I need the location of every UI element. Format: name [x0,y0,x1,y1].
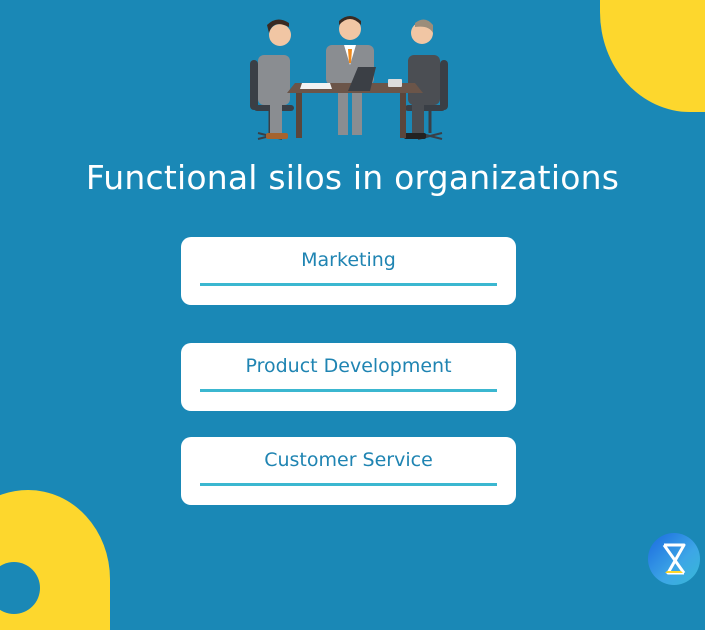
silo-label: Customer Service [264,449,433,471]
decorative-blob-top-right [600,0,705,112]
page-title: Functional silos in organizations [85,158,620,197]
silo-card-customer-service: Customer Service [181,437,516,505]
business-meeting-illustration [250,16,448,140]
hourglass-logo-icon [662,543,686,575]
silo-card-marketing: Marketing [181,237,516,305]
brand-logo [648,533,700,585]
silo-card-product-development: Product Development [181,343,516,411]
silo-underline [200,389,497,392]
silo-underline [200,483,497,486]
silo-underline [200,283,497,286]
silo-label: Product Development [245,355,452,377]
silo-label: Marketing [301,249,396,271]
